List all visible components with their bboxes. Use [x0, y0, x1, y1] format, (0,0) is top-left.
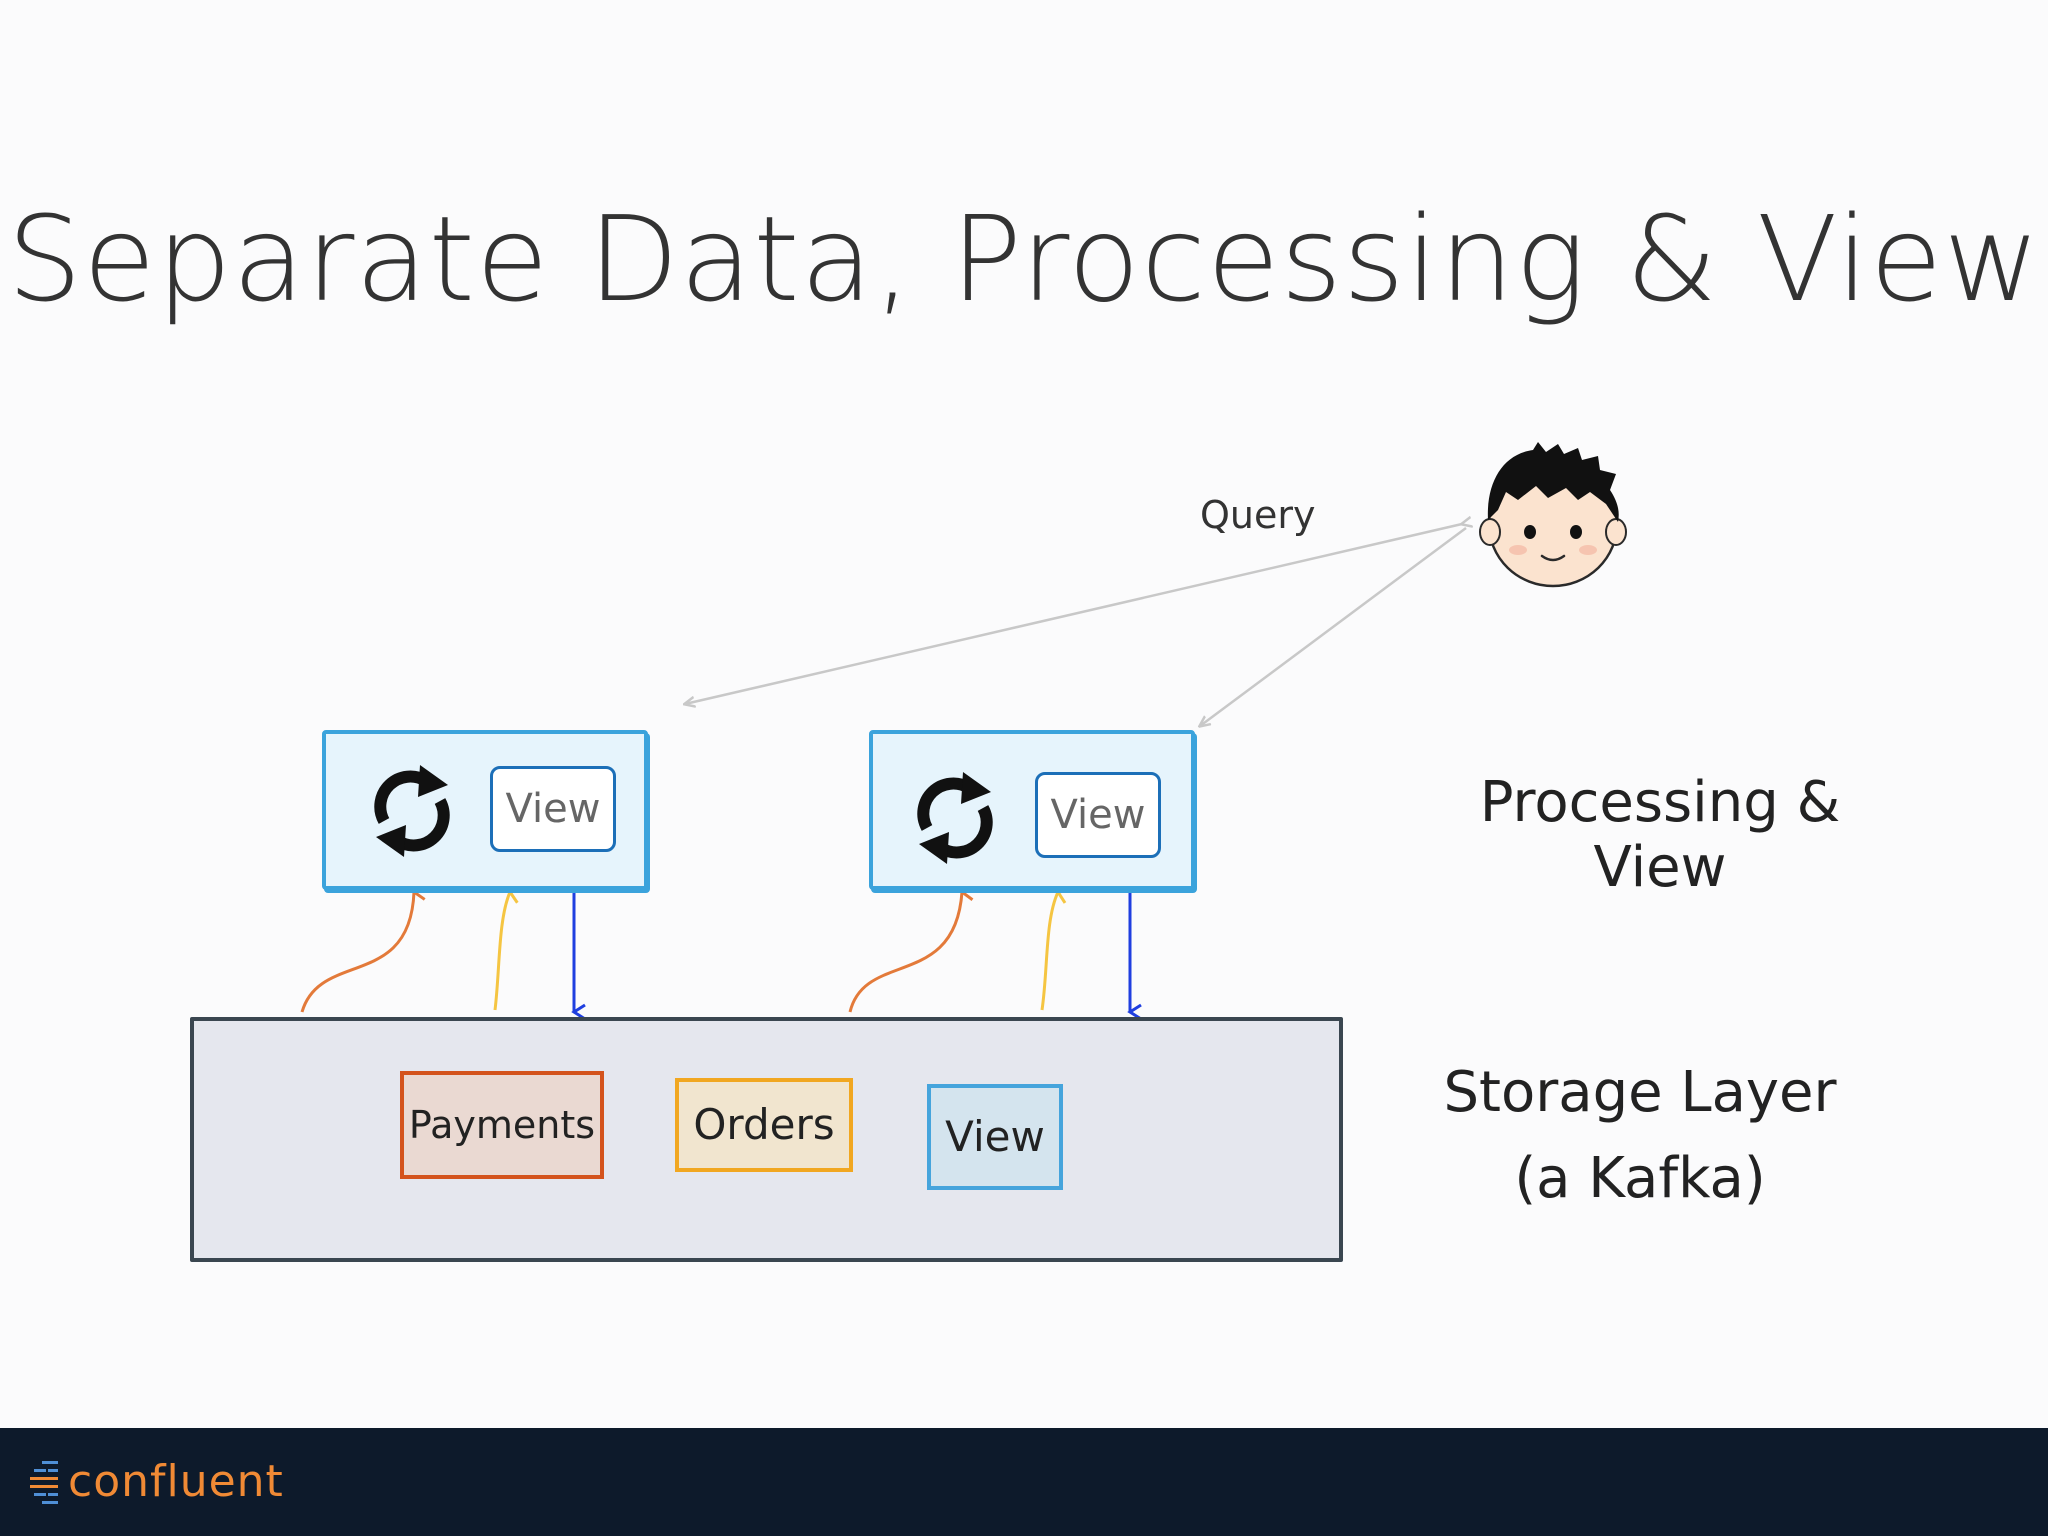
processing-view-label: Processing & View	[1479, 770, 1841, 900]
refresh-icon	[374, 765, 450, 857]
refresh-icon	[917, 772, 993, 864]
query-arrow-left	[685, 524, 1462, 704]
orders-topic: Orders	[675, 1078, 853, 1172]
user-avatar-icon	[1479, 442, 1627, 588]
orders-read-arrow-1	[493, 888, 524, 1011]
payments-read-arrow-1	[300, 884, 427, 1013]
confluent-logo: confluent	[28, 1455, 284, 1507]
orders-read-arrow-2	[1040, 888, 1072, 1011]
slide-title: Separate Data, Processing & View	[7, 190, 2041, 328]
storage-layer-label-line1: Storage Layer	[1443, 1060, 1837, 1125]
payments-topic: Payments	[400, 1071, 604, 1179]
storage-layer-label: Storage Layer (a Kafka)	[1420, 1050, 1860, 1222]
query-label: Query	[1200, 493, 1316, 537]
footer-bar	[0, 1428, 2048, 1536]
payments-read-arrow-2	[848, 884, 975, 1013]
confluent-logo-icon	[30, 1461, 58, 1504]
query-arrow-right	[1200, 526, 1467, 726]
view-topic: View	[927, 1084, 1063, 1190]
processing-view-chip-2: View	[1035, 772, 1161, 858]
confluent-logo-text: confluent	[68, 1455, 284, 1507]
storage-layer-label-line2: (a Kafka)	[1514, 1146, 1766, 1211]
processing-view-chip-1: View	[490, 766, 616, 852]
